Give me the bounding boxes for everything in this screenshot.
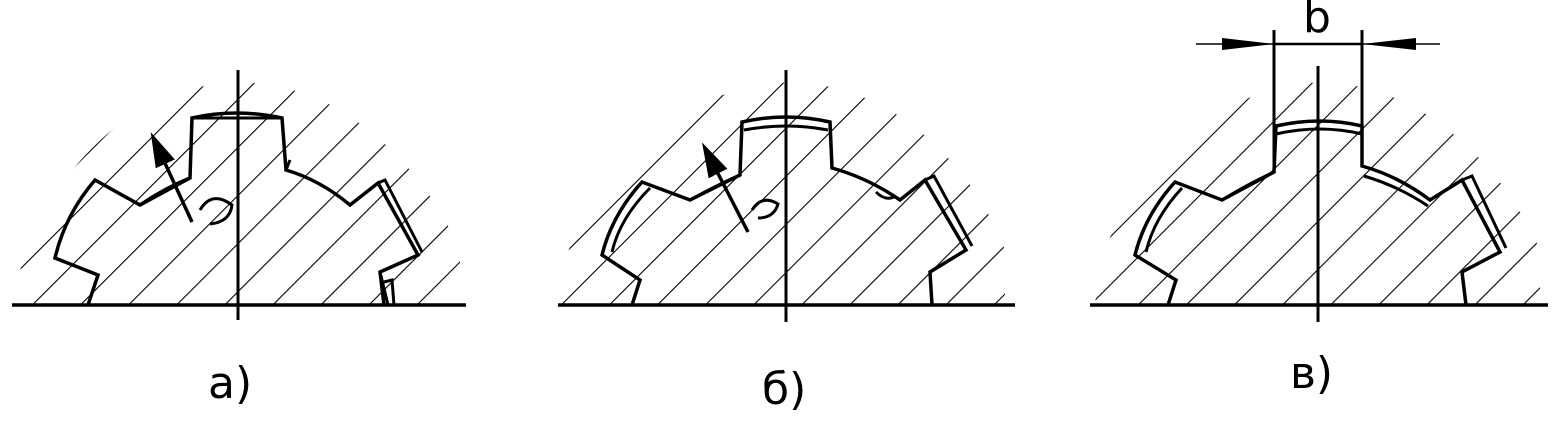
caption-a: а) (208, 358, 253, 409)
force-arrow-a (150, 132, 194, 223)
dim-arrow-left (1222, 38, 1274, 50)
figure-v (1090, 30, 1548, 322)
figure-b (558, 70, 1015, 322)
dimension-label-b: b (1303, 0, 1331, 43)
dim-arrow-right (1362, 38, 1416, 50)
force-arrow-b (702, 142, 750, 233)
caption-b: б) (762, 364, 807, 415)
figure-a (12, 70, 466, 320)
caption-v: в) (1290, 348, 1334, 399)
